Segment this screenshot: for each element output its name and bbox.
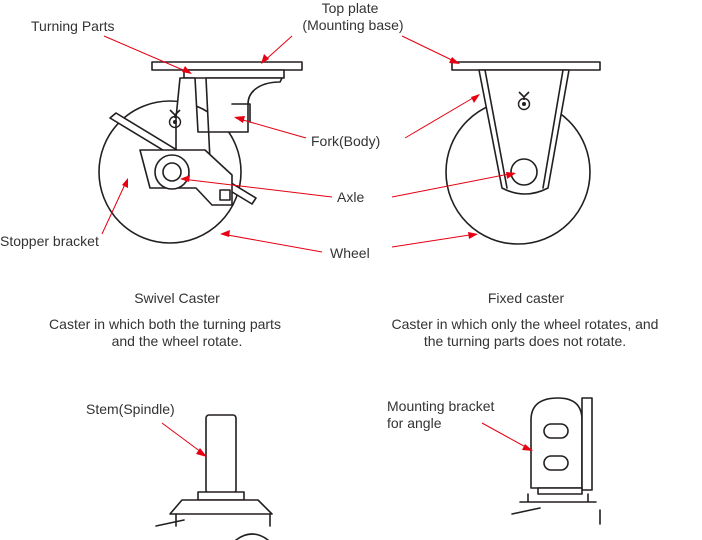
fixed-fork-edges [484, 69, 564, 189]
bracket-lower-parts [511, 493, 601, 525]
label-wheel: Wheel [330, 245, 370, 261]
stem-plate [169, 499, 273, 515]
stem-caster-drawing [155, 414, 273, 540]
fixed-axle [510, 158, 538, 186]
swivel-desc-line1: Caster in which both the turning parts [49, 316, 281, 332]
bracket-base [537, 487, 583, 495]
stem-nut [197, 491, 245, 501]
swivel-bracket-window [219, 189, 231, 201]
label-mounting-bracket-line1: Mounting bracket [387, 398, 495, 414]
label-fork: Fork(Body) [311, 133, 380, 149]
bracket-plate [530, 397, 583, 489]
label-stopper-bracket: Stopper bracket [0, 233, 99, 249]
leader-lines [101, 35, 533, 457]
label-top-plate-line2: (Mounting base) [302, 17, 403, 33]
fixed-desc-line1: Caster in which only the wheel rotates, … [392, 316, 659, 332]
label-turning-parts: Turning Parts [31, 18, 115, 34]
stem-lower-parts [155, 513, 271, 540]
label-top-plate-line1: Top plate [322, 0, 379, 16]
label-stem: Stem(Spindle) [86, 401, 175, 417]
fixed-top-plate [451, 61, 601, 71]
bracket-slot-top [543, 423, 569, 439]
swivel-turning-parts [183, 69, 285, 79]
swivel-desc-line2: and the wheel rotate. [112, 333, 243, 349]
swivel-caster-drawing [98, 61, 303, 244]
fixed-caster-drawing [445, 61, 601, 245]
label-axle: Axle [337, 189, 364, 205]
bracket-caster-drawing [511, 397, 601, 525]
fixed-title: Fixed caster [488, 290, 565, 306]
bracket-angle [581, 397, 593, 491]
fixed-desc-line2: the turning parts does not rotate. [424, 333, 626, 349]
swivel-title: Swivel Caster [134, 290, 220, 306]
stem-spindle [205, 414, 237, 494]
label-mounting-bracket-line2: for angle [387, 415, 442, 431]
bracket-slot-bottom [543, 455, 569, 471]
swivel-axle [162, 162, 182, 182]
swivel-fork-edge [231, 103, 251, 123]
